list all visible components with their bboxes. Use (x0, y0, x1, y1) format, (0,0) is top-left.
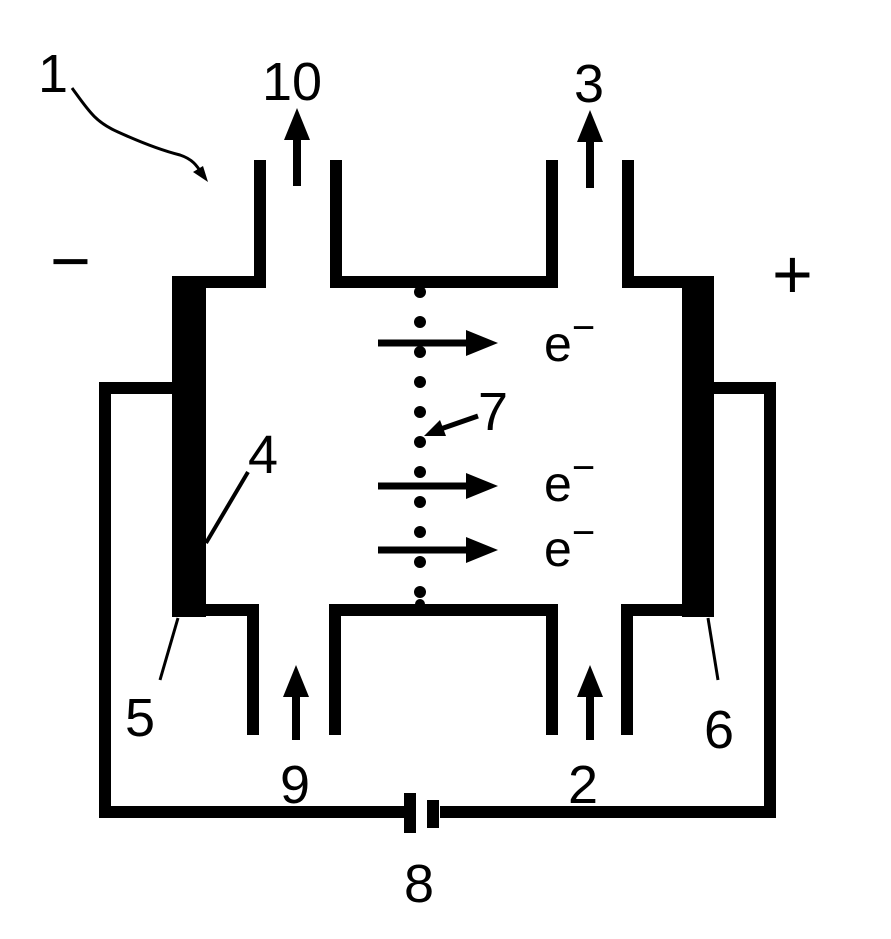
top-wall-middle (330, 160, 558, 288)
label-device-1: 1 (38, 44, 68, 104)
electron-symbol: e (544, 521, 572, 577)
inlet-9-arrow (283, 665, 309, 740)
label-membrane-7: 7 (478, 382, 508, 442)
electron-label-1: e− (544, 306, 595, 372)
label-right-electrode-6: 6 (704, 700, 734, 760)
label-inlet-2: 2 (568, 755, 598, 815)
label-electrode-4: 4 (248, 425, 278, 485)
electron-arrow-1 (378, 330, 498, 356)
external-circuit (99, 382, 776, 818)
electrode-6-leader (706, 617, 720, 681)
electron-label-2: e− (544, 446, 595, 512)
electron-charge: − (572, 511, 595, 555)
inlet-2-arrow (577, 665, 603, 740)
negative-sign: − (50, 222, 91, 300)
membrane-dotted-line (414, 286, 426, 609)
electrode-4-leader (204, 470, 250, 545)
battery-short-plate (427, 800, 439, 828)
device-1-leader-arrowhead (193, 166, 208, 182)
label-inlet-9: 9 (280, 755, 310, 815)
top-wall-left (180, 160, 266, 288)
electron-arrows (378, 330, 498, 563)
outlet-10-arrow (284, 108, 310, 186)
electron-charge: − (572, 446, 595, 490)
label-left-electrode-5: 5 (125, 688, 155, 748)
battery-symbol (404, 793, 439, 833)
device-1-curly-leader (70, 87, 207, 179)
electron-label-3: e− (544, 511, 595, 577)
label-outlet-3: 3 (574, 54, 604, 114)
leader-lines (70, 87, 720, 681)
battery-long-plate (404, 793, 416, 833)
bottom-wall-left (180, 604, 259, 735)
positive-sign: + (772, 235, 813, 313)
outlet-3-arrow (577, 110, 603, 188)
electrode-5-leader (158, 617, 180, 681)
flow-arrows (283, 108, 603, 740)
bottom-wall-right (621, 604, 710, 735)
electron-symbol: e (544, 316, 572, 372)
top-wall-right (622, 160, 710, 288)
electron-charge: − (572, 306, 595, 350)
right-electrode (682, 276, 714, 617)
electron-symbol: e (544, 456, 572, 512)
circuit-left-wire (99, 382, 405, 818)
circuit-right-wire (440, 382, 776, 818)
label-power-source-8: 8 (404, 854, 434, 914)
electron-arrow-3 (378, 537, 498, 563)
electron-arrow-2 (378, 473, 498, 499)
bottom-wall-middle (329, 604, 558, 735)
label-outlet-10: 10 (262, 52, 322, 112)
membrane-7-leader-arrowhead (424, 420, 446, 436)
left-electrode (172, 276, 206, 617)
